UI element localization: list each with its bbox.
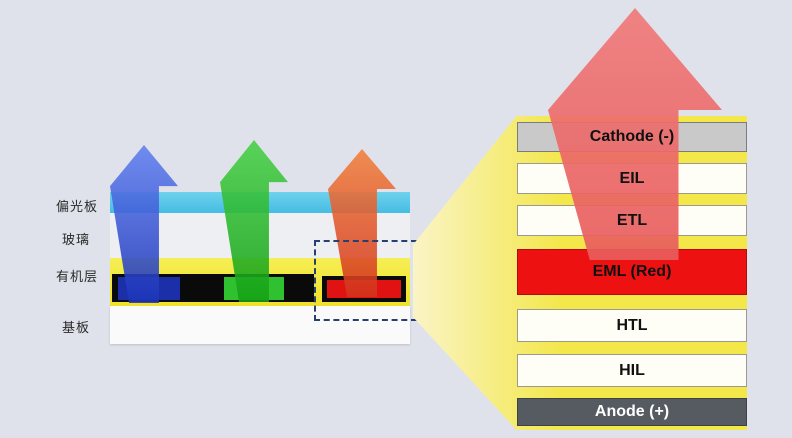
polarizer-label: 偏光板 (56, 199, 99, 214)
organic-layer-label: 有机层 (56, 269, 99, 284)
layer-etl-label: ETL (616, 211, 648, 229)
layer-anode-label: Anode (+) (594, 403, 670, 420)
layer-anode: Anode (+) (517, 398, 747, 426)
substrate-layer (110, 306, 410, 344)
layer-eml-red-label: EML (Red) (592, 263, 672, 280)
zoom-highlight-box (314, 240, 417, 321)
layer-htl-label: HTL (616, 316, 648, 334)
layer-cathode-label: Cathode (-) (589, 128, 675, 145)
layer-hil: HIL (517, 354, 747, 387)
glass-label: 玻璃 (62, 232, 91, 247)
layer-htl: HTL (517, 309, 747, 342)
layer-hil-label: HIL (619, 361, 645, 379)
layer-eil-label: EIL (619, 169, 645, 187)
substrate-label: 基板 (62, 320, 91, 335)
